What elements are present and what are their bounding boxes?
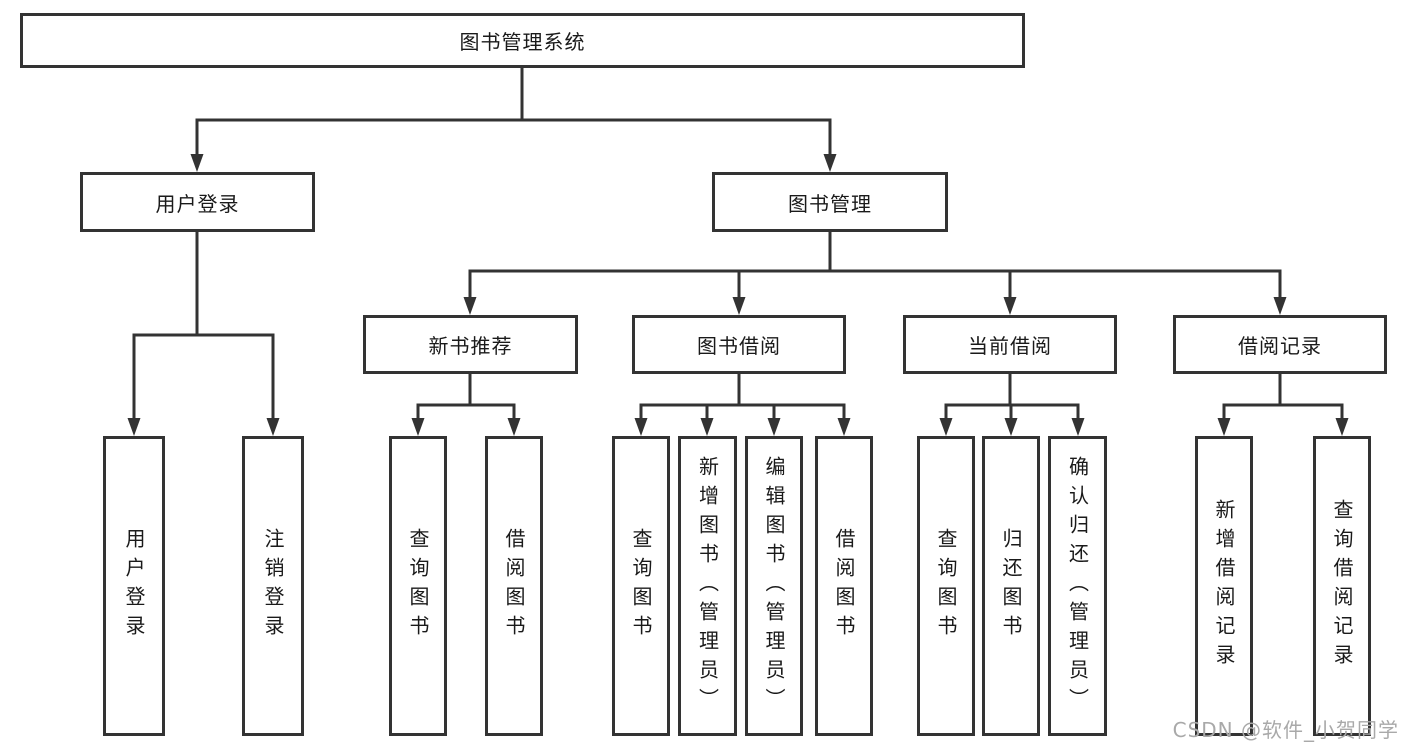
leaf-user-login: 用户登录 [103, 436, 165, 736]
node-book-management: 图书管理 [712, 172, 948, 232]
leaf-borrow-book-recommend: 借阅图书 [485, 436, 543, 736]
leaf-query-book-borrow: 查询图书 [612, 436, 670, 736]
leaf-borrow-book: 借阅图书 [815, 436, 873, 736]
leaf-return-book: 归还图书 [982, 436, 1040, 736]
leaf-query-book-recommend: 查询图书 [389, 436, 447, 736]
node-user-login: 用户登录 [80, 172, 315, 232]
node-borrow-records: 借阅记录 [1173, 315, 1387, 374]
node-current-borrow: 当前借阅 [903, 315, 1117, 374]
node-new-book-recommend: 新书推荐 [363, 315, 578, 374]
leaf-confirm-return-admin: 确认归还（管理员） [1048, 436, 1107, 736]
node-book-borrow: 图书借阅 [632, 315, 846, 374]
watermark: CSDN @软件_小贺同学 [1172, 718, 1399, 742]
node-root: 图书管理系统 [20, 13, 1025, 68]
leaf-query-borrow-record: 查询借阅记录 [1313, 436, 1371, 736]
leaf-logout: 注销登录 [242, 436, 304, 736]
leaf-add-book-admin: 新增图书（管理员） [678, 436, 737, 736]
leaf-query-book-current: 查询图书 [917, 436, 975, 736]
leaf-edit-book-admin: 编辑图书（管理员） [745, 436, 803, 736]
leaf-add-borrow-record: 新增借阅记录 [1195, 436, 1253, 736]
